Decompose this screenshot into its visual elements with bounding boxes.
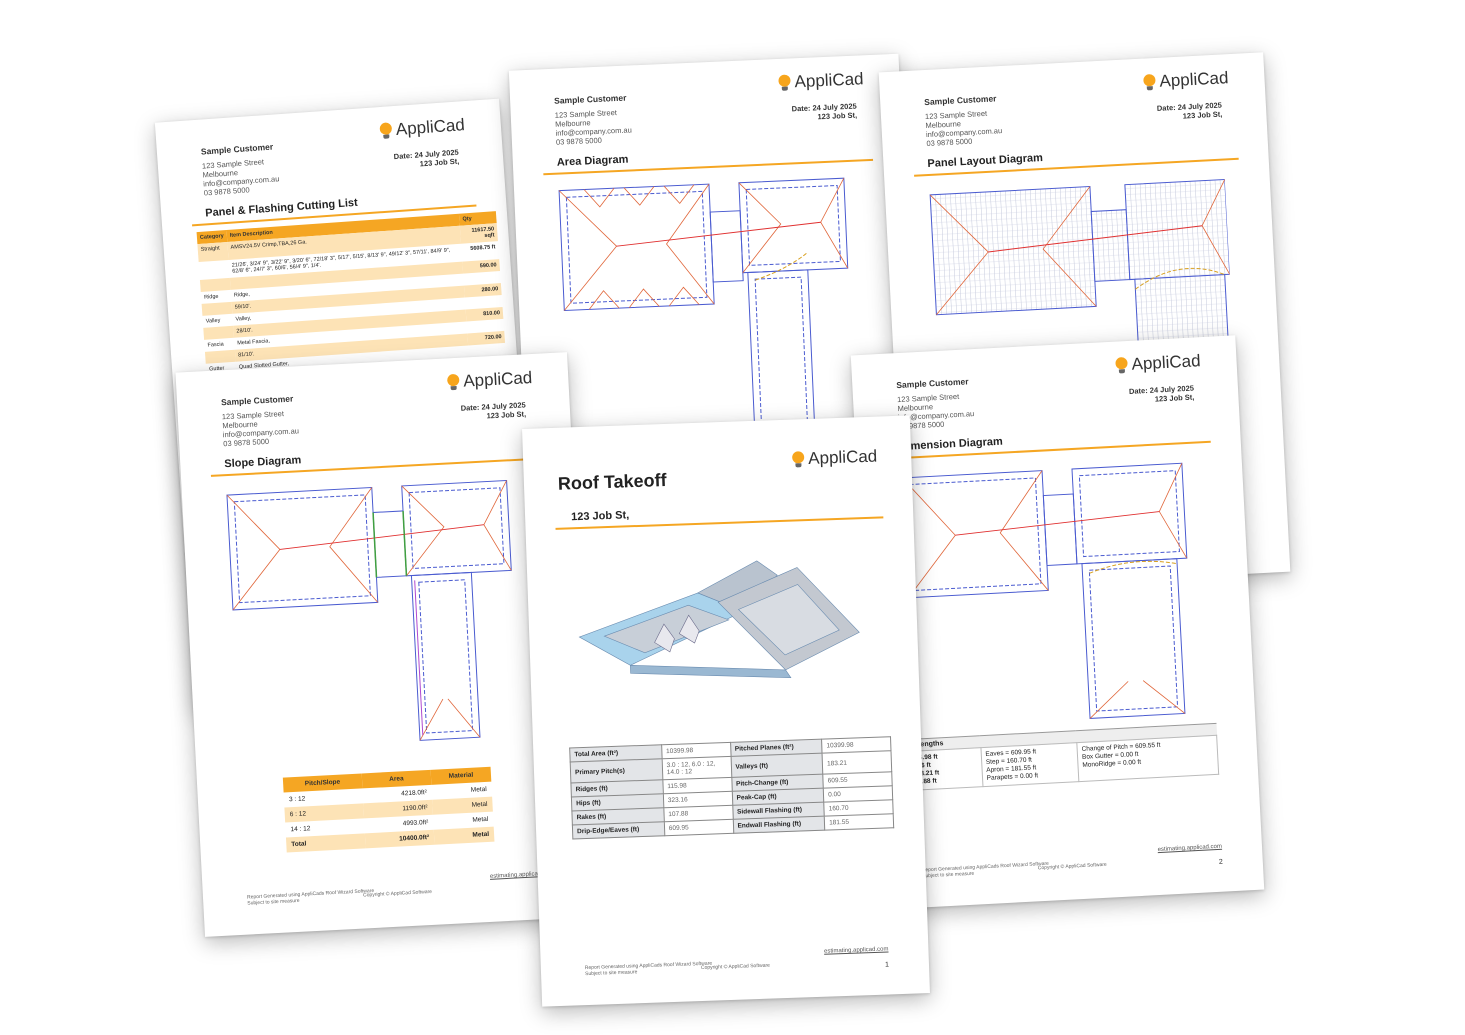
applicad-logo: AppliCad bbox=[1115, 351, 1201, 375]
customer-name: Sample Customer bbox=[924, 93, 997, 108]
page-title: Panel Layout Diagram bbox=[927, 151, 1044, 170]
line-lengths-col-2: Eaves = 609.95 ft Step = 160.70 ft Apron… bbox=[980, 742, 1079, 787]
page-dimension-diagram: Sample Customer 123 Sample Street Melbou… bbox=[850, 335, 1265, 910]
applicad-logo: AppliCad bbox=[791, 446, 878, 470]
roof-3d-model bbox=[578, 560, 860, 679]
cell-area: 10400.0ft² bbox=[364, 829, 435, 849]
applicad-logo: AppliCad bbox=[446, 367, 533, 392]
applicad-logo: AppliCad bbox=[778, 69, 864, 93]
page-title: Dimension Diagram bbox=[899, 435, 1004, 454]
customer-block: Sample Customer 123 Sample Street Melbou… bbox=[200, 141, 281, 198]
applicad-logo: AppliCad bbox=[379, 115, 465, 141]
dimension-diagram bbox=[901, 462, 1188, 719]
page-title: Area Diagram bbox=[556, 153, 629, 169]
customer-name: Sample Customer bbox=[896, 376, 969, 391]
customer-block: Sample Customer 123 Sample Street Melbou… bbox=[924, 93, 1003, 148]
customer-phone: 03 9878 5000 bbox=[555, 135, 603, 147]
footer-link[interactable]: estimating.applicad.com bbox=[1157, 843, 1223, 854]
summary-value: 181.55 bbox=[824, 813, 894, 831]
cell-category bbox=[199, 260, 230, 280]
footer-note: Report Generated using AppliCads Roof Wi… bbox=[585, 961, 713, 977]
footer-note: Report Generated using AppliCads Roof Wi… bbox=[922, 861, 1050, 880]
logo-text: AppliCad bbox=[1131, 351, 1201, 374]
summary-label: Endwall Flashing (ft) bbox=[732, 816, 825, 834]
cover-subtitle: 123 Job St, bbox=[570, 509, 630, 524]
applicad-logo: AppliCad bbox=[1143, 68, 1229, 92]
lightbulb-icon bbox=[379, 121, 393, 140]
lightbulb-icon bbox=[791, 450, 805, 468]
customer-name: Sample Customer bbox=[220, 393, 294, 408]
line-lengths-col-3: Change of Pitch = 609.55 ft Box Gutter =… bbox=[1076, 735, 1219, 782]
summary-value: 183.21 bbox=[822, 750, 892, 775]
customer-name: Sample Customer bbox=[553, 92, 627, 106]
customer-block: Sample Customer 123 Sample Street Melbou… bbox=[220, 393, 300, 449]
cell-material: Metal bbox=[433, 826, 495, 845]
logo-text: AppliCad bbox=[794, 69, 864, 92]
logo-text: AppliCad bbox=[807, 446, 878, 468]
page-title: Slope Diagram bbox=[224, 454, 302, 471]
customer-name: Sample Customer bbox=[200, 141, 274, 157]
page-number: 1 bbox=[884, 961, 890, 969]
page-roof-takeoff: AppliCad Roof Takeoff 123 Job St, Total … bbox=[522, 415, 930, 1007]
slope-diagram bbox=[226, 479, 512, 741]
logo-text: AppliCad bbox=[1159, 68, 1229, 91]
logo-text: AppliCad bbox=[462, 367, 533, 391]
cell-category: Straight bbox=[197, 241, 229, 263]
summary-value: 3.0 : 12, 6.0 : 12, 14.0 : 12 bbox=[661, 756, 732, 780]
page-slope-diagram: Sample Customer 123 Sample Street Melbou… bbox=[175, 352, 597, 937]
line-lengths-table: Total Line Lengths Ridges = 115.98 ft Hi… bbox=[877, 723, 1219, 793]
lightbulb-icon bbox=[446, 373, 460, 391]
date-block: Date: 24 July 2025 123 Job St, bbox=[460, 400, 526, 421]
date-block: Date: 24 July 2025 123 Job St, bbox=[393, 148, 459, 170]
page-number: 2 bbox=[1218, 858, 1223, 866]
lightbulb-icon bbox=[1143, 73, 1156, 91]
date-block: Date: 24 July 2025 123 Job St, bbox=[1157, 101, 1223, 122]
summary-label: Drip-Edge/Eaves (ft) bbox=[572, 821, 665, 839]
footer-copyright: Copyright © AppliCad Software bbox=[700, 962, 771, 972]
customer-block: Sample Customer 123 Sample Street Melbou… bbox=[553, 92, 632, 147]
footer-link[interactable]: estimating.applicad.com bbox=[823, 946, 889, 955]
date-block: Date: 24 July 2025 123 Job St, bbox=[791, 102, 857, 123]
cover-title: Roof Takeoff bbox=[557, 469, 667, 494]
summary-value: 609.95 bbox=[664, 819, 734, 836]
logo-text: AppliCad bbox=[395, 115, 466, 139]
footer-note: Report Generated using AppliCads Roof Wi… bbox=[247, 888, 375, 907]
date-block: Date: 24 July 2025 123 Job St, bbox=[1129, 384, 1195, 405]
lightbulb-icon bbox=[778, 73, 791, 92]
cell-pitch: Total bbox=[285, 833, 366, 853]
lightbulb-icon bbox=[1115, 356, 1128, 374]
